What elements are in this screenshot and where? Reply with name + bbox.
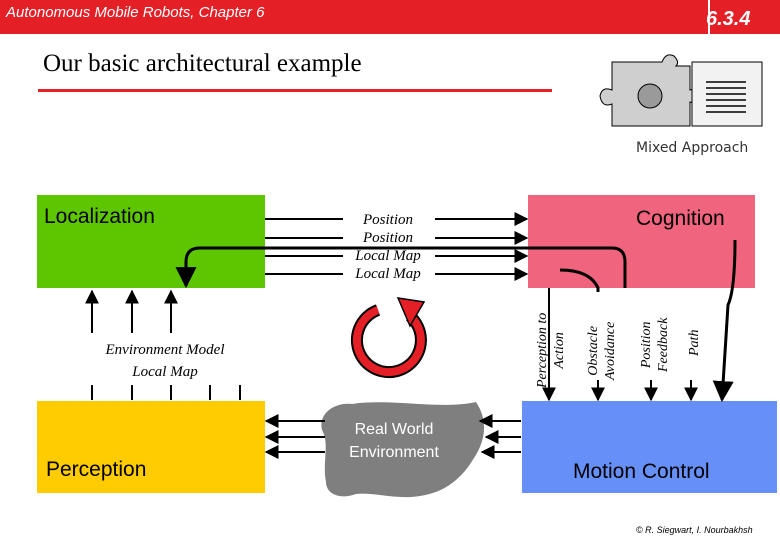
- motion-control-box: [522, 401, 777, 493]
- vlabel-avoidance: Avoidance: [603, 321, 618, 380]
- title-underline: [38, 89, 552, 92]
- vlabel-perception-to: Perception to: [535, 312, 550, 388]
- cognition-to-localization-arrow: [175, 246, 566, 289]
- cognition-to-motion-arrows: [542, 239, 737, 403]
- vlabel-path: Path: [687, 329, 702, 356]
- real-world-label: Real World Environment: [330, 418, 458, 464]
- top-label-position-2: Position: [362, 230, 413, 246]
- vertical-label-perception-action: Perception to Action: [534, 313, 568, 388]
- vlabel-action: Action: [552, 332, 567, 369]
- left-label-local-map: Local Map: [132, 364, 198, 380]
- vertical-label-obstacle-avoidance: Obstacle Avoidance: [585, 322, 619, 380]
- motion-control-label: Motion Control: [573, 460, 710, 483]
- course-title: Autonomous Mobile Robots, Chapter 6: [6, 4, 265, 21]
- slide-title: Our basic architectural example: [43, 50, 362, 77]
- vertical-label-path: Path: [686, 330, 703, 356]
- vlabel-position: Position: [639, 321, 654, 369]
- vlabel-obstacle: Obstacle: [586, 325, 601, 376]
- motion-world-arrows: [478, 414, 521, 459]
- vlabel-feedback: Feedback: [656, 317, 671, 372]
- real-world-line-2: Environment: [349, 444, 439, 461]
- perception-to-localization-arrows: [85, 289, 241, 400]
- real-world-line-1: Real World: [354, 421, 434, 438]
- cognition-internal-curve: [566, 246, 627, 288]
- top-label-position-1: Position: [362, 212, 413, 228]
- section-number-box: [708, 0, 780, 34]
- left-flow-labels: Environment Model Local Map: [60, 339, 270, 383]
- perception-world-arrows: [264, 414, 325, 459]
- logo-caption: Mixed Approach: [636, 140, 749, 156]
- top-label-localmap-1: Local Map: [355, 248, 421, 264]
- header-bar: Autonomous Mobile Robots, Chapter 6: [0, 0, 780, 34]
- perception-box: [37, 401, 265, 493]
- section-number: 6.3.4: [706, 8, 751, 30]
- cognition-label: Cognition: [636, 207, 725, 230]
- cycle-arrow-icon: [350, 297, 427, 379]
- cognition-box: [528, 195, 755, 288]
- mixed-approach-logo-icon: [599, 50, 772, 138]
- real-world-blob: [321, 402, 485, 498]
- top-flow-labels: Position Position Local Map Local Map: [336, 211, 440, 283]
- copyright-credit: © R. Siegwart, I. Nourbakhsh: [636, 525, 753, 535]
- localization-label: Localization: [44, 205, 155, 228]
- vertical-label-position-feedback: Position Feedback: [638, 318, 672, 372]
- perception-label: Perception: [46, 458, 147, 481]
- left-label-env-model: Environment Model: [105, 342, 225, 358]
- top-label-localmap-2: Local Map: [355, 266, 421, 282]
- localization-to-cognition-arrows: [265, 212, 529, 281]
- localization-box: [37, 195, 265, 288]
